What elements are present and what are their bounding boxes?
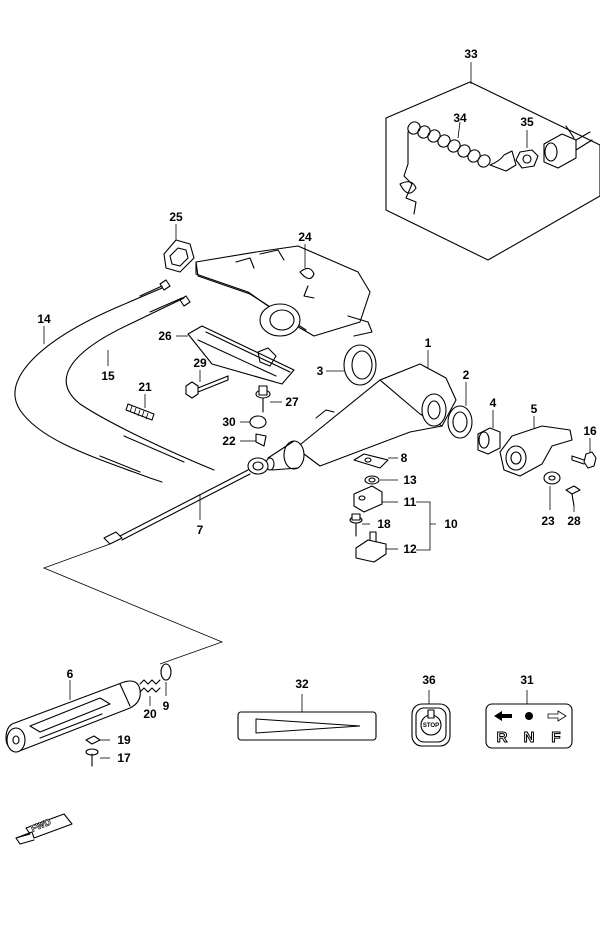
bushing-3 [326, 344, 377, 386]
handle-bracket-24 [195, 244, 373, 337]
screw-27 [255, 385, 282, 413]
lanyard-coil [399, 121, 517, 215]
screw-18 [349, 513, 370, 537]
callout-7: 7 [197, 523, 204, 537]
callout-6: 6 [67, 667, 74, 681]
washer-13 [364, 475, 398, 485]
shift-n: N [524, 729, 535, 746]
decal-32 [237, 694, 377, 741]
washer-19 [85, 735, 110, 745]
clip-22 [240, 433, 267, 447]
callout-26: 26 [158, 329, 172, 343]
nut-35 [515, 130, 539, 169]
lever-5 [499, 416, 573, 477]
callout-27: 27 [285, 395, 299, 409]
callout-21: 21 [138, 380, 152, 394]
callout-14: 14 [37, 312, 51, 326]
callout-13: 13 [403, 473, 417, 487]
callout-16: 16 [583, 424, 597, 438]
callout-2: 2 [463, 368, 470, 382]
callout-28: 28 [567, 514, 581, 528]
collar-4 [477, 410, 501, 455]
callout-30: 30 [222, 415, 236, 429]
callout-23: 23 [541, 514, 555, 528]
grip-6 [5, 680, 141, 753]
stop-switch-detail-box [385, 62, 600, 261]
callout-3: 3 [317, 364, 324, 378]
callout-8: 8 [401, 451, 408, 465]
screw-17 [85, 748, 110, 767]
callout-11: 11 [404, 495, 417, 509]
callout-24: 24 [298, 230, 312, 244]
cap-30 [240, 415, 267, 429]
washer-23 [543, 471, 561, 510]
callout-22: 22 [222, 434, 236, 448]
tiller-arm-1 [265, 350, 457, 471]
decal-31: R N F [485, 690, 573, 749]
plate-8 [353, 453, 398, 469]
shift-f: F [551, 729, 560, 746]
bolt-29 [185, 370, 229, 399]
washer-2 [447, 382, 473, 439]
grommet-25 [163, 224, 195, 273]
callout-4: 4 [490, 396, 497, 410]
fwd-arrow: FWD [15, 813, 73, 845]
callout-9: 9 [163, 699, 170, 713]
stopper-12 [355, 531, 398, 563]
callout-5: 5 [531, 402, 538, 416]
callout-34: 34 [453, 111, 467, 125]
callout-33: 33 [464, 47, 478, 61]
bolt-16 [571, 438, 597, 469]
stop-text: STOP [423, 723, 439, 729]
callout-29: 29 [193, 356, 207, 370]
pin-21 [125, 394, 155, 421]
spring-20 [139, 679, 161, 706]
shift-r: R [497, 729, 508, 746]
decal-36: STOP [411, 690, 451, 747]
stop-switch [543, 125, 593, 169]
callout-15: 15 [101, 369, 115, 383]
cable-15 [65, 295, 215, 471]
cable-14 [14, 279, 171, 483]
cable-bracket-26 [176, 325, 295, 385]
callout-31: 31 [520, 673, 534, 687]
cap-9 [160, 663, 172, 696]
callout-20: 20 [143, 707, 157, 721]
callout-1: 1 [425, 336, 432, 350]
callout-10: 10 [444, 517, 458, 531]
callout-36: 36 [422, 673, 436, 687]
callout-12: 12 [403, 542, 417, 556]
cable-7 [103, 457, 269, 545]
group-bracket-10 [416, 501, 436, 551]
callout-25: 25 [169, 210, 183, 224]
callout-35: 35 [520, 115, 534, 129]
callout-labels: 33 34 35 25 24 14 26 1 29 3 15 2 21 27 4… [37, 47, 597, 765]
leader-line-grip [42, 543, 224, 665]
block-11 [353, 485, 398, 513]
callout-19: 19 [117, 733, 131, 747]
callout-18: 18 [377, 517, 391, 531]
callout-32: 32 [295, 677, 309, 691]
screw-28 [565, 485, 581, 512]
callout-17: 17 [117, 751, 131, 765]
